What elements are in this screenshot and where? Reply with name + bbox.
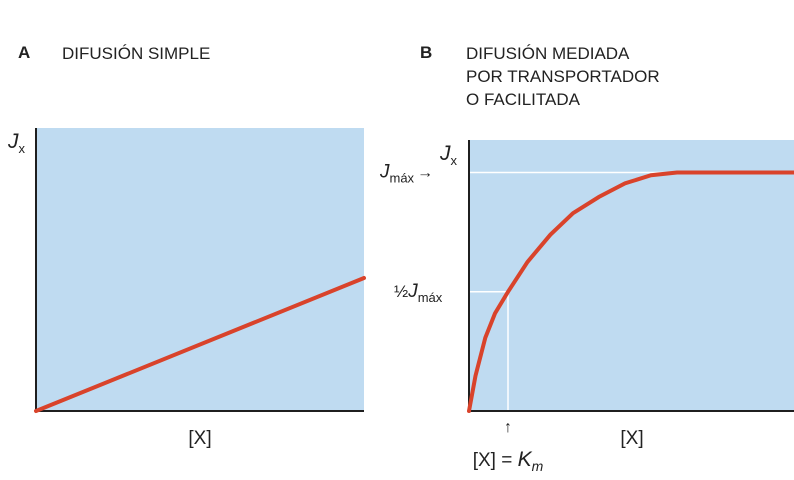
chart-a-x-label: [X] (188, 428, 211, 449)
panel-b-title: DIFUSIÓN MEDIADA POR TRANSPORTADOR O FAC… (466, 44, 660, 109)
chart-a-y-label: Jx (7, 130, 26, 156)
chart-a-plot-area (36, 128, 364, 411)
chart-b-half-jmax-label: ½Jmáx (394, 281, 443, 305)
panel-a-letter: A (18, 43, 31, 62)
panel-b-letter: B (420, 43, 433, 62)
chart-b-series-line (467, 170, 794, 413)
chart-b-plot-area (469, 140, 794, 411)
chart-a-series-line (34, 276, 366, 413)
chart-b-y-label: Jx (439, 142, 458, 168)
chart-b-jmax-label: Jmáx→ (379, 162, 433, 186)
chart-b: Jx Jmáx→ ½Jmáx ↑ [X] = Km [X] (379, 140, 794, 474)
chart-b-km-label: [X] = Km (473, 448, 544, 474)
panel-a-title: DIFUSIÓN SIMPLE (62, 44, 211, 63)
chart-a: Jx [X] (7, 128, 366, 449)
chart-b-x-label: [X] (620, 428, 643, 449)
chart-b-km-arrow: ↑ (504, 419, 512, 436)
